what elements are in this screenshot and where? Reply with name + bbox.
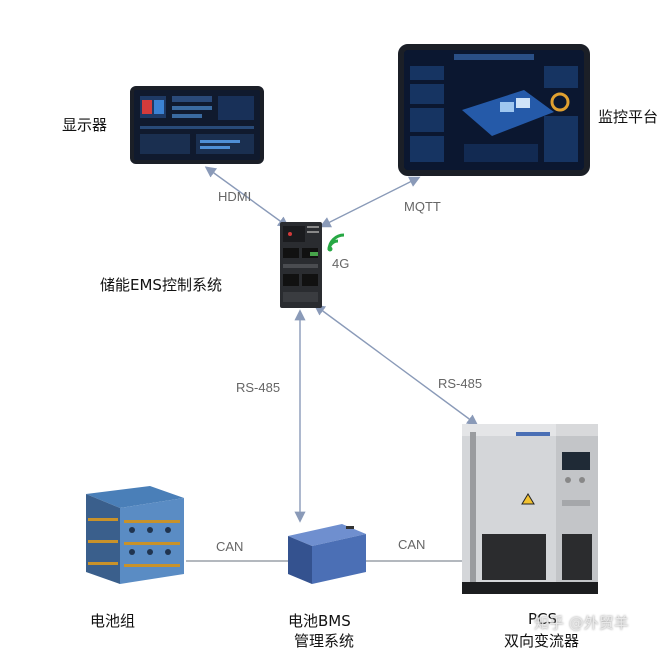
battery-pack-graphic <box>86 486 184 584</box>
bms-label-line2: 管理系统 <box>294 632 355 650</box>
bms-image <box>286 520 368 586</box>
mqtt-label: MQTT <box>404 199 441 214</box>
display-screen-graphic <box>134 90 260 160</box>
monitor-platform-image <box>398 44 590 176</box>
monitor-platform-screen-graphic <box>404 50 584 170</box>
pcs-label-line1: PCS <box>528 610 558 628</box>
monitor-platform-label: 监控平台 <box>598 108 657 126</box>
ems-controller-image <box>280 222 322 308</box>
signal-label: 4G <box>332 256 350 271</box>
ems-label: 储能EMS控制系统 <box>100 276 222 294</box>
rs485-right-label: RS-485 <box>438 376 483 391</box>
watermark-text: 知乎 @外贸羊 <box>534 614 629 632</box>
pcs-image <box>462 424 598 594</box>
mqtt-link <box>319 176 421 228</box>
can-right-label: CAN <box>398 537 426 552</box>
display-label: 显示器 <box>62 116 108 134</box>
rs485-left-label: RS-485 <box>236 380 281 395</box>
bms-label-line1: 电池BMS <box>288 612 351 630</box>
battery-pack-image <box>72 484 190 588</box>
wireless-signal-icon <box>327 233 345 252</box>
pcs-label-line2: 双向变流器 <box>504 632 580 650</box>
hdmi-label: HDMI <box>218 189 252 204</box>
rs485-pcs-link <box>313 304 479 426</box>
hdmi-link <box>204 166 290 228</box>
display-image <box>130 86 264 164</box>
bms-box-graphic <box>288 524 366 584</box>
can-left-label: CAN <box>216 539 244 554</box>
ems-device-graphic <box>280 222 322 308</box>
battery-pack-label: 电池组 <box>90 612 136 630</box>
pcs-cabinet-graphic <box>462 424 598 594</box>
